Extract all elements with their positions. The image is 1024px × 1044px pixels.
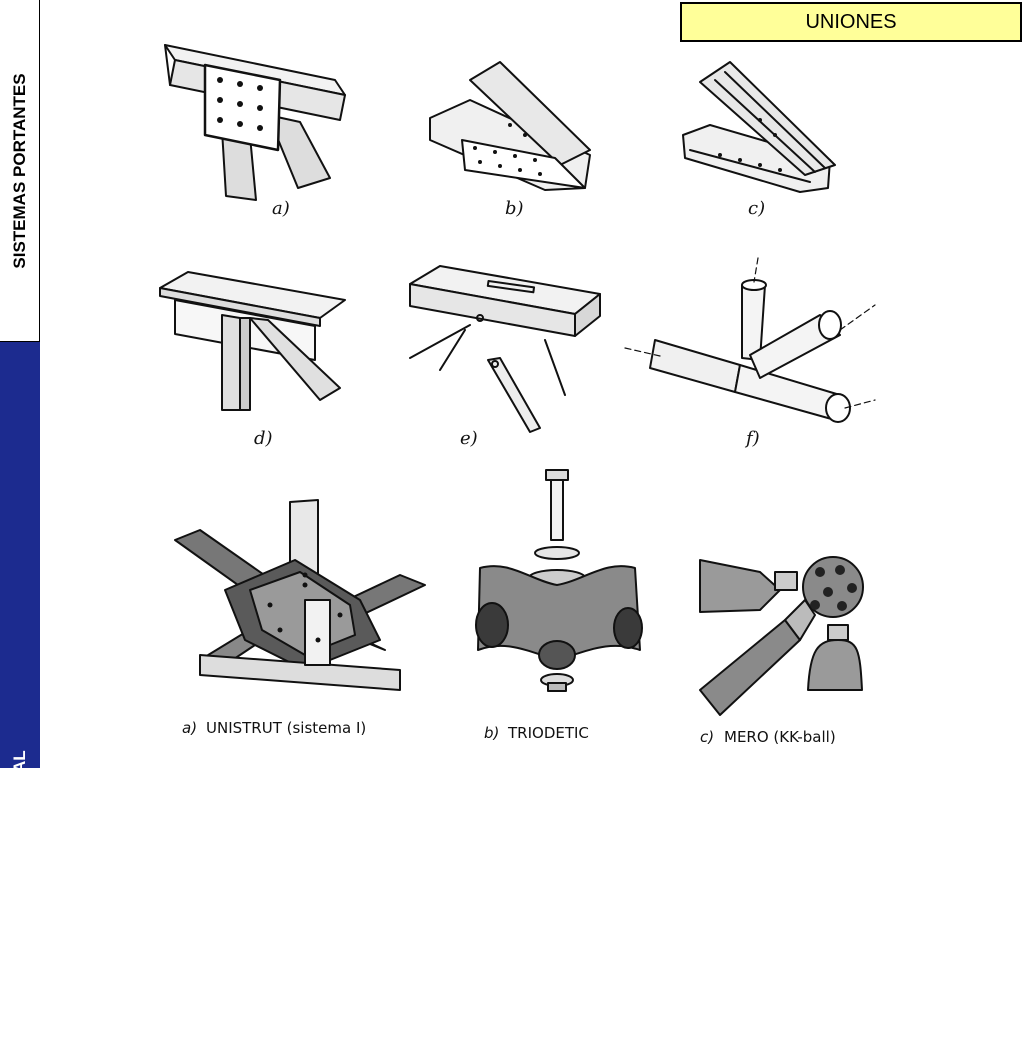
- label-e: e): [460, 428, 478, 449]
- caption-unistrut-letter: a): [182, 719, 197, 737]
- joint-e-illustration: [409, 265, 601, 433]
- page-title: UNIONES: [680, 2, 1022, 42]
- triodetic-illustration: [475, 469, 643, 692]
- label-f: f): [744, 428, 760, 449]
- caption-mero-letter: c): [700, 728, 714, 746]
- label-b: b): [505, 198, 524, 219]
- caption-mero-name: MERO (KK-ball): [724, 728, 836, 746]
- label-c: c): [748, 198, 765, 219]
- caption-triodetic-letter: b): [484, 724, 499, 742]
- label-d: d): [254, 428, 273, 449]
- joint-c-illustration: [682, 61, 836, 193]
- sidebar-bottom-panel: FUNDAMENTACIÓN ESTRUCTURAL: [0, 342, 40, 1044]
- sidebar-top-panel: SISTEMAS PORTANTES: [0, 0, 40, 342]
- joints-drawing: a) b) c) d): [159, 44, 876, 746]
- unistrut-illustration: [174, 499, 426, 691]
- joint-f-illustration: [624, 257, 876, 423]
- joint-d-illustration: [159, 271, 346, 411]
- joint-b-illustration: [429, 61, 591, 191]
- mero-illustration: [699, 556, 864, 716]
- caption-unistrut-name: UNISTRUT (sistema I): [206, 719, 366, 737]
- caption-triodetic-name: TRIODETIC: [507, 724, 589, 742]
- joint-a-illustration: [164, 44, 346, 201]
- sidebar-label-fundamentacion: FUNDAMENTACIÓN ESTRUCTURAL: [10, 750, 29, 1044]
- label-a: a): [272, 198, 290, 219]
